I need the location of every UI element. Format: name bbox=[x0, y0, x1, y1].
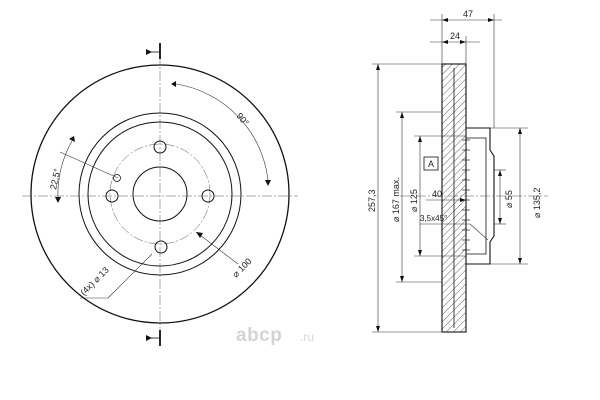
angle-22-5-label: 22,5° bbox=[48, 167, 62, 190]
diameter-257-label: 257,3 bbox=[367, 189, 377, 212]
bolt-hole-bottom bbox=[154, 240, 168, 254]
diameter-55-label: ⌀ 55 bbox=[504, 190, 514, 208]
section-view bbox=[372, 14, 548, 333]
section-mark-box bbox=[423, 156, 439, 171]
section-mark-label: A bbox=[428, 159, 434, 169]
diameter-100-label: ⌀ 100 bbox=[230, 256, 253, 279]
angle-90-label: 90° bbox=[234, 111, 251, 128]
diameter-167-label: ⌀ 167 max. bbox=[391, 177, 401, 222]
depth-40-label: 40 bbox=[432, 189, 442, 199]
locating-hole bbox=[113, 174, 121, 182]
watermark: abcp .ru bbox=[236, 325, 314, 346]
bolt-circle bbox=[109, 143, 211, 245]
width-47-label: 47 bbox=[463, 9, 473, 19]
diameter-135-label: ⌀ 135,2 bbox=[532, 188, 542, 218]
holes-label: (4x) ⌀ 13 bbox=[78, 265, 110, 297]
watermark-brand: abcp bbox=[236, 325, 282, 346]
width-24-label: 24 bbox=[450, 31, 460, 41]
chamfer-label: 3,5x45° bbox=[420, 214, 447, 223]
diameter-125-label: ⌀ 125 bbox=[409, 189, 419, 212]
watermark-suffix: .ru bbox=[300, 330, 314, 344]
front-view bbox=[22, 43, 298, 346]
